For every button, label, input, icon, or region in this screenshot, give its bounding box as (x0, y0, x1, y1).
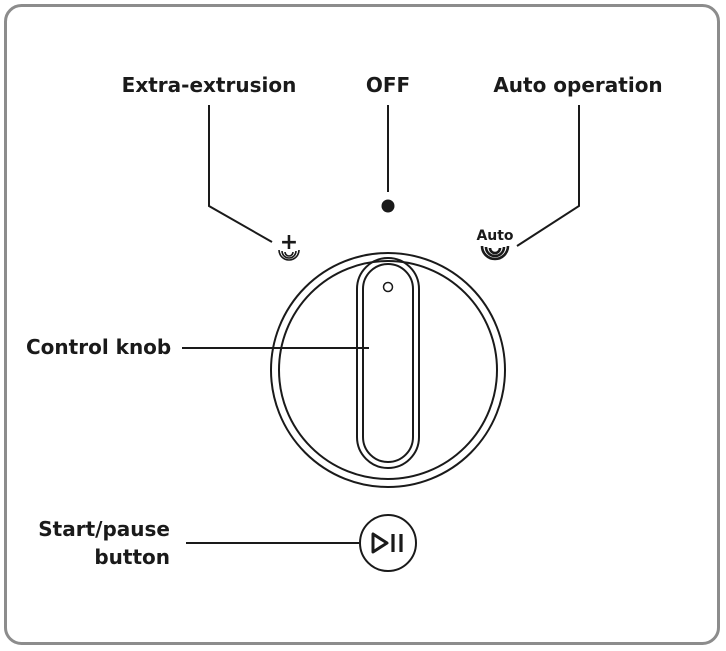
knob-indicator-dot (382, 281, 394, 293)
knob-handle-outer (356, 257, 420, 469)
label-auto-operation: Auto operation (493, 73, 662, 97)
knob-outer-ring (270, 252, 506, 488)
play-pause-icon (371, 532, 403, 554)
auto-symbol: Auto (476, 228, 513, 244)
label-extra-extrusion: Extra-extrusion (122, 73, 297, 97)
knob-handle-inner (362, 263, 414, 463)
start-pause-button-ring (359, 514, 417, 572)
label-control-knob: Control knob (26, 335, 171, 359)
start-pause-button[interactable] (359, 514, 417, 572)
plus-symbol: + (280, 230, 298, 255)
diagram-frame: Extra-extrusion OFF Auto operation + Aut… (4, 4, 720, 645)
auto-waves-icon: Auto (476, 228, 514, 261)
label-start-pause-line1: Start/pause (38, 517, 170, 541)
label-off: OFF (366, 73, 410, 97)
leader-auto-operation (516, 105, 580, 247)
knob-inner-ring (278, 260, 498, 480)
label-start-pause-line2: button (94, 545, 170, 569)
plus-waves-icon: + (278, 230, 300, 261)
panel-border (4, 4, 720, 645)
control-panel-diagram: Extra-extrusion OFF Auto operation + Aut… (4, 4, 720, 645)
leader-extra-extrusion (208, 105, 273, 243)
control-knob[interactable] (270, 252, 506, 488)
off-dot-icon (381, 199, 395, 213)
